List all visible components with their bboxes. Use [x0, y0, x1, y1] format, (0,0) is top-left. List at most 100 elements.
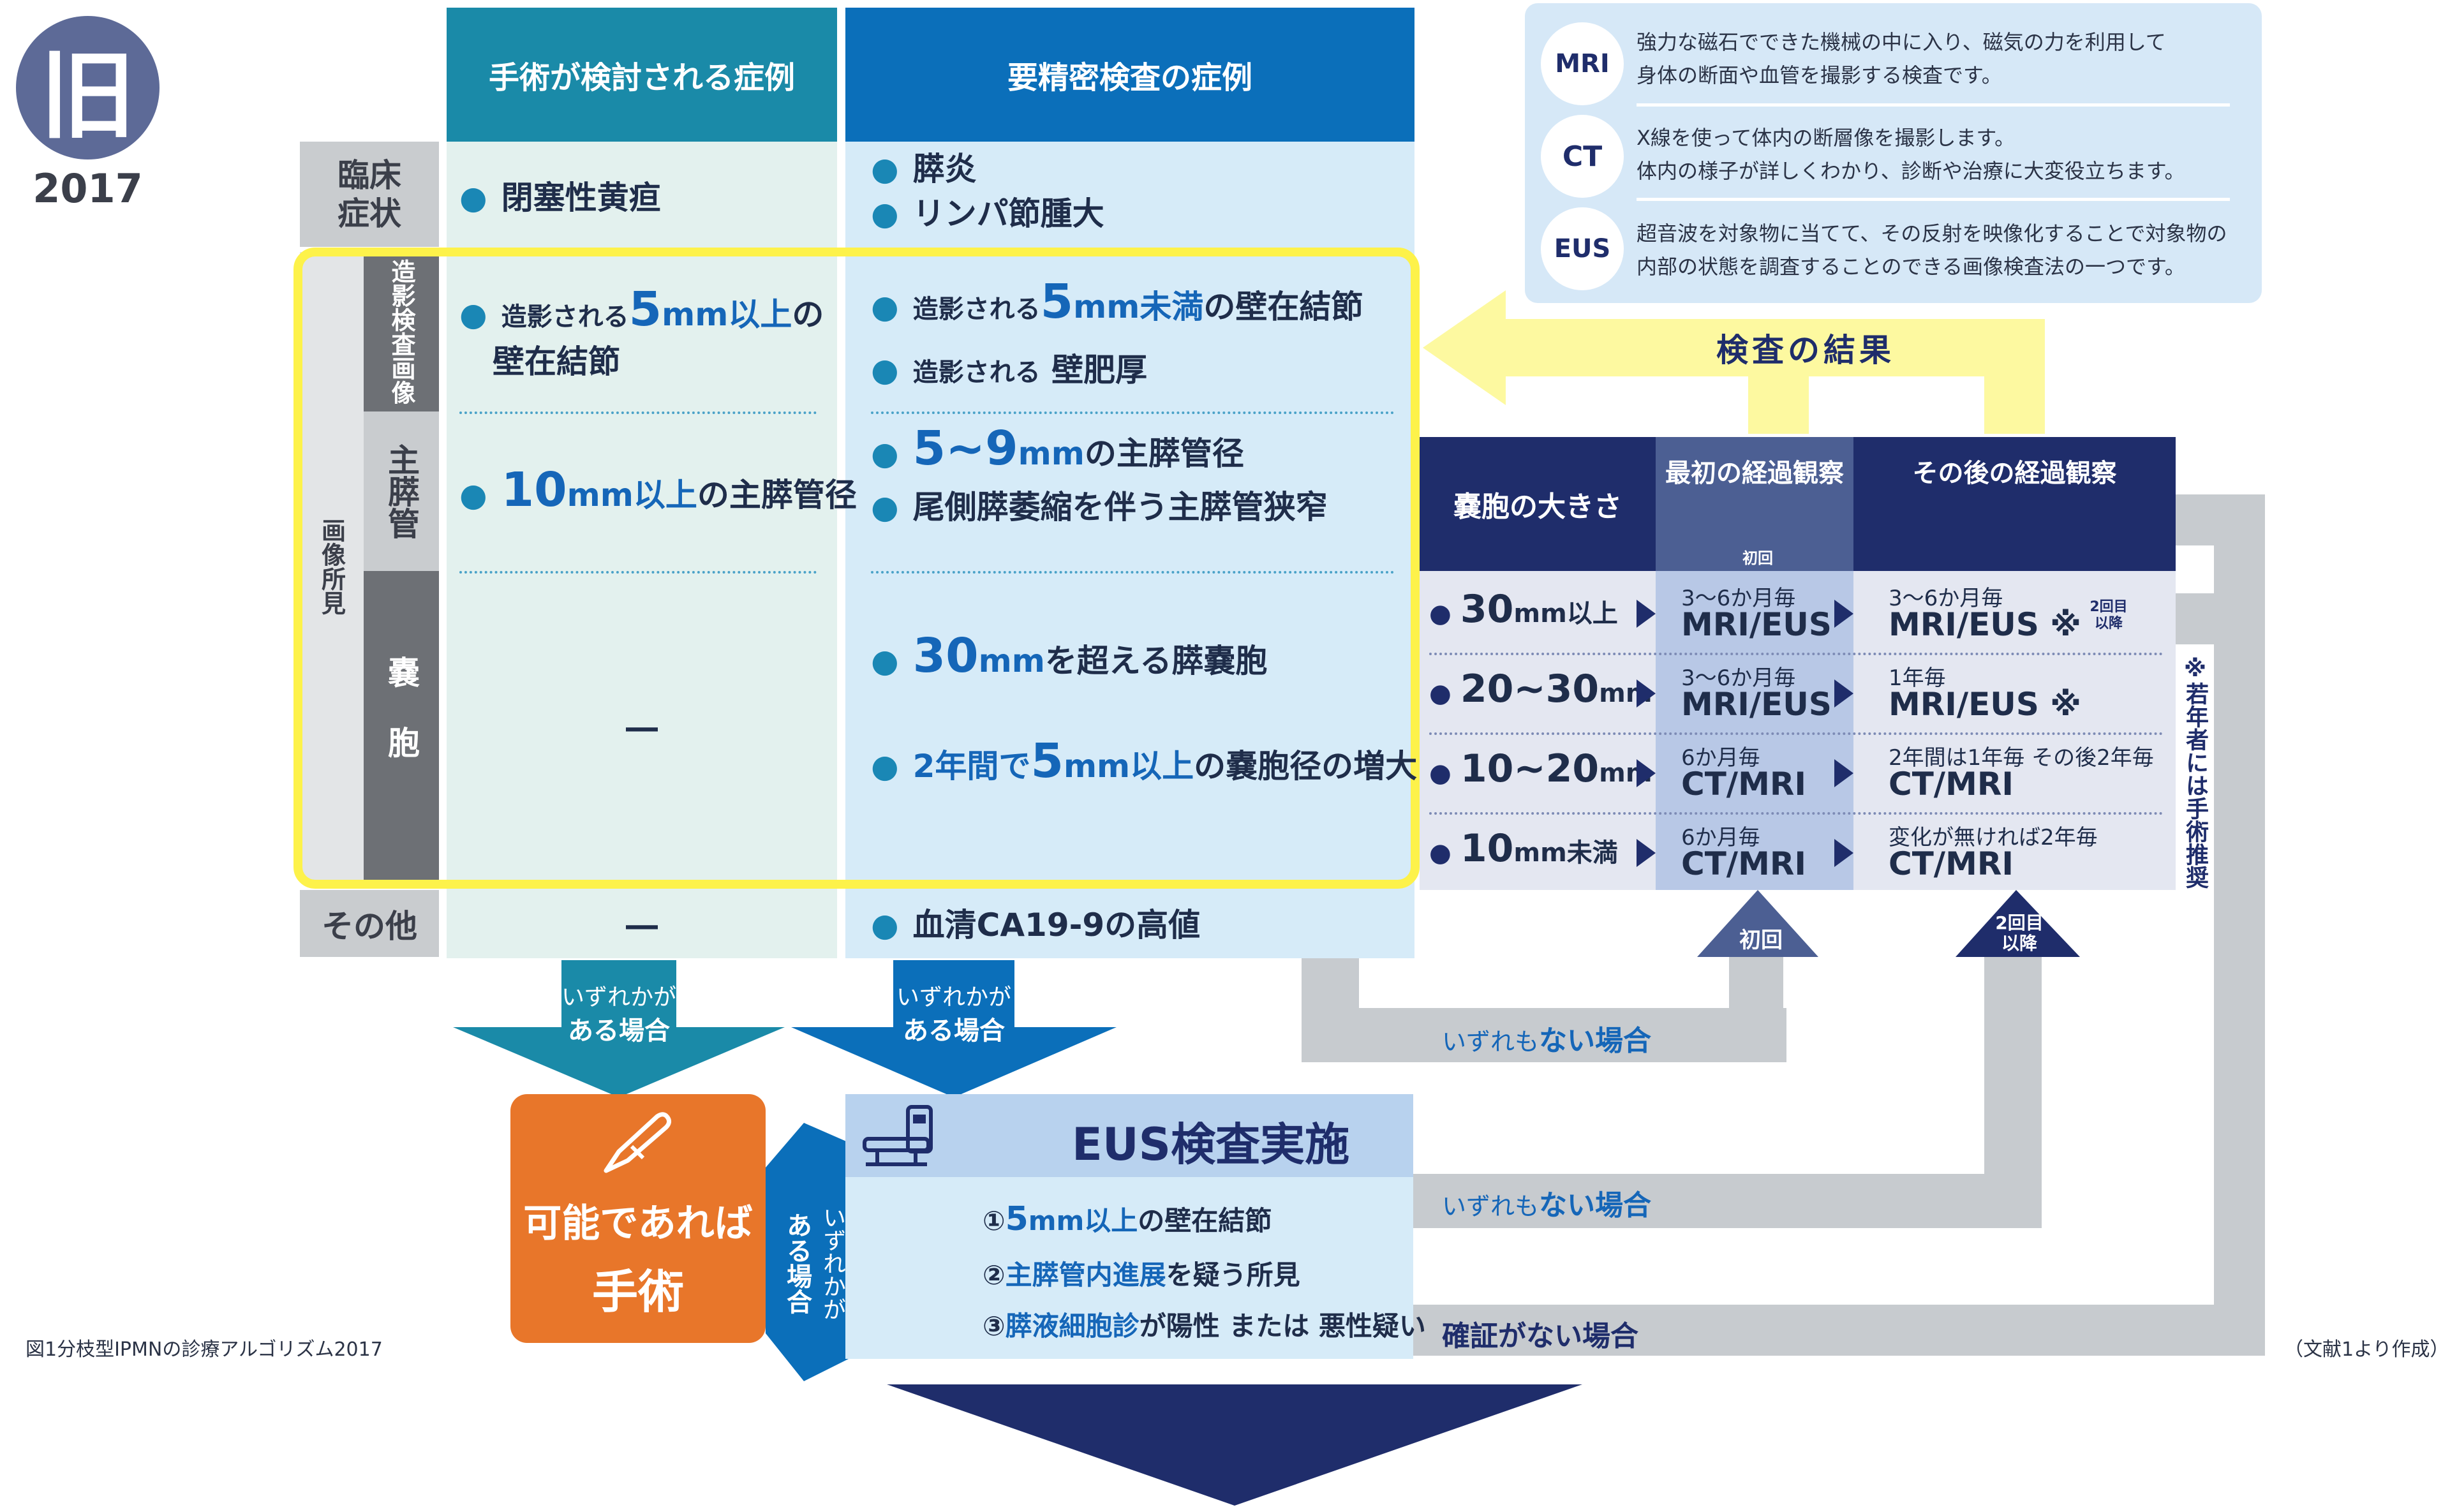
legend-mri-badge: MRI — [1541, 22, 1624, 105]
row-pointer-icon — [1637, 759, 1656, 787]
detail-divider-1 — [871, 411, 1394, 414]
gray-flow-paths — [1302, 494, 2265, 1356]
first-freq: 3～6か月毎 — [1681, 665, 1796, 691]
detail-mpd-1: ●5~9mmの主膵管径 — [871, 421, 1244, 476]
triangle-first-label: 初回 — [1739, 927, 1783, 953]
followup-header-first: 最初の経過観察 — [1656, 437, 1853, 504]
eus-title: EUS検査実施 — [1072, 1118, 1350, 1171]
surgery-divider-1 — [459, 411, 817, 414]
any-arrow-label-surgery: いずれかがある場合 — [561, 984, 676, 1046]
first-freq: 3～6か月毎 — [1681, 586, 1796, 611]
badge-year: 2017 — [33, 165, 143, 212]
followup-divider — [1429, 653, 2163, 655]
detail-other: ●血清CA19-9の高値 — [871, 907, 1201, 944]
row-pointer-icon — [1834, 679, 1853, 708]
row-header-contrast: 造影検査画像 — [364, 252, 439, 411]
size-num: 10~20 — [1460, 746, 1600, 791]
size-cell: ●20~30mm — [1429, 667, 1652, 711]
eus-item-1: ①5mm以上の壁在結節 — [983, 1200, 1272, 1238]
surgery-column-bg — [447, 142, 837, 958]
legend-divider-1 — [1637, 103, 2230, 107]
followup-first-sub — [1656, 504, 1853, 571]
later-test: CT/MRI — [1889, 766, 2014, 803]
noconfirm-label: 確証がない場合 — [1442, 1320, 1638, 1353]
row-header-other: その他 — [300, 890, 439, 957]
navy-bottom-arrow — [887, 1384, 1582, 1506]
size-cell: ●10mm未満 — [1429, 826, 1618, 871]
detail-column-bg — [845, 142, 1414, 958]
blue-down-arrow — [791, 960, 1117, 1097]
column-header-detail: 要精密検査の症例 — [845, 8, 1414, 142]
size-cell: ●30mm以上 — [1429, 587, 1618, 632]
any-arrow-label-detail: いずれかがある場合 — [896, 984, 1011, 1046]
size-unit: mm未満 — [1513, 838, 1618, 868]
second-tag: 2回目以降 — [2090, 599, 2128, 632]
first-test: MRI/EUS — [1681, 686, 1832, 723]
followup-divider — [1429, 812, 2163, 815]
eus-item-2: ②主膵管内進展を疑う所見 — [983, 1259, 1300, 1291]
triangle-second-label: 2回目以降 — [1995, 912, 2044, 954]
column-header-surgery: 手術が検討される症例 — [447, 8, 837, 142]
row-header-imaging: 画像所見 — [300, 252, 364, 880]
row-pointer-icon — [1637, 600, 1656, 628]
legend-ct-badge: CT — [1541, 115, 1624, 198]
size-unit: mm以上 — [1513, 599, 1618, 628]
row-pointer-icon — [1834, 759, 1853, 787]
surgery-divider-2 — [459, 571, 817, 574]
legend-ct-text: X線を使って体内の断層像を撮影します。体内の様子が詳しくわかり、診断や治療に大変… — [1637, 126, 2185, 183]
row-pointer-icon — [1834, 839, 1853, 867]
later-test: CT/MRI — [1889, 845, 2014, 882]
later-test: MRI/EUS ※ — [1889, 606, 2081, 643]
eus-any-label: ある場合 いずれかが — [782, 1206, 845, 1321]
followup-first-col-bg — [1656, 571, 1853, 890]
followup-later-sub — [1853, 504, 2176, 571]
first-test: MRI/EUS — [1681, 606, 1832, 643]
later-freq: 変化が無ければ2年毎 — [1889, 825, 2098, 850]
detail-clinical-2: ●リンパ節腫大 — [871, 195, 1104, 232]
first-test: CT/MRI — [1681, 766, 1806, 803]
second-triangle — [1956, 890, 2080, 957]
detail-contrast-2: ●造影される 壁肥厚 — [871, 352, 1148, 389]
none-label-1: いずれもない場合 — [1442, 1025, 1652, 1057]
size-num: 30 — [1460, 587, 1514, 632]
detail-cyst-2: ●2年間で5mm以上の嚢胞径の増大 — [871, 734, 1418, 789]
row-pointer-icon — [1637, 839, 1656, 867]
size-num: 10 — [1460, 826, 1514, 871]
first-freq: 6か月毎 — [1681, 825, 1760, 850]
detail-cyst-1: ●30mmを超える膵嚢胞 — [871, 628, 1268, 683]
figure-caption: 図1分枝型IPMNの診療アルゴリズム2017 — [26, 1338, 383, 1361]
source-note: （文献1より作成） — [2284, 1338, 2449, 1361]
surgery-contrast: ●造影される5mm以上の 壁在結節 — [459, 282, 824, 380]
yellow-result-arrow — [1423, 290, 2045, 434]
imaging-highlight-frame — [293, 248, 1420, 889]
row-header-clinical: 臨床症状 — [300, 142, 439, 247]
teal-down-arrow — [453, 960, 785, 1097]
later-freq: 3～6か月毎 — [1889, 586, 2003, 611]
eus-item-3: ③膵液細胞診が陽性 または 悪性疑い — [983, 1310, 1426, 1342]
old-badge: 旧 — [16, 16, 160, 159]
legend-divider-2 — [1637, 198, 2230, 201]
first-test: CT/MRI — [1681, 845, 1806, 882]
later-freq: 2年間は1年毎 その後2年毎 — [1889, 745, 2154, 771]
later-freq: 1年毎 — [1889, 665, 1946, 691]
surgery-mpd: ●10mm以上の主膵管径 — [459, 463, 857, 517]
legend-mri-text: 強力な磁石でできた機械の中に入り、磁気の力を利用して身体の断面や血管を撮影する検… — [1637, 30, 2166, 87]
surgery-other: ― — [626, 907, 658, 944]
row-header-mpd: 主膵管 — [364, 411, 439, 571]
row-header-cyst: 嚢胞 — [364, 571, 439, 880]
legend-eus-badge: EUS — [1541, 207, 1624, 290]
row-pointer-icon — [1834, 600, 1853, 628]
surgery-box-text: 可能であれば 手術 — [523, 1201, 753, 1319]
size-num: 20~30 — [1460, 667, 1600, 711]
legend-eus-text: 超音波を対象物に当てて、その反射を映像化することで対象物の内部の状態を調査するこ… — [1637, 221, 2227, 279]
first-triangle — [1697, 890, 1818, 957]
detail-contrast-1: ●造影される5mm未満の壁在結節 — [871, 274, 1363, 329]
blue-left-arrow — [766, 1123, 855, 1381]
followup-header-later: その後の経過観察 — [1853, 437, 2176, 504]
followup-header-size: 嚢胞の大きさ — [1420, 437, 1656, 571]
detail-divider-2 — [871, 571, 1394, 574]
detail-clinical-1: ●膵炎 — [871, 151, 977, 188]
eus-header — [845, 1094, 1413, 1177]
badge-char: 旧 — [40, 41, 136, 152]
